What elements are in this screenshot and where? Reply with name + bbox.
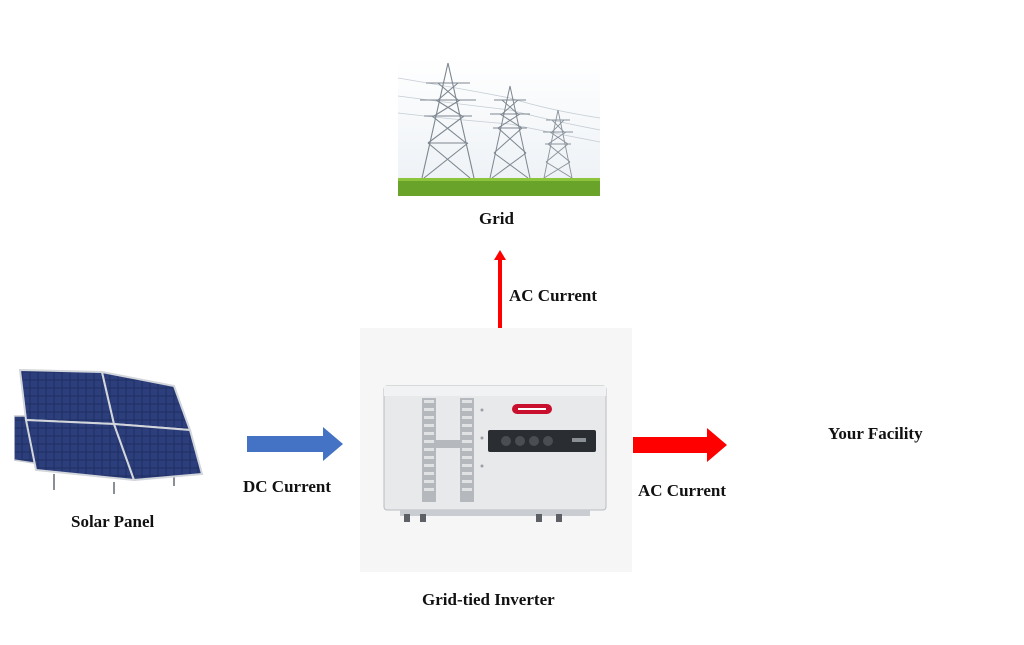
power-tower-icon [398, 58, 600, 196]
ac-current-bidirectional-arrow [494, 250, 506, 352]
grid-label: Grid [479, 209, 514, 228]
dc-current-arrow [247, 427, 343, 461]
ac-current-arrow [633, 428, 727, 462]
grid-ac-current-label: AC Current [509, 286, 597, 305]
dc-current-label: DC Current [243, 477, 331, 496]
solar-panel-label: Solar Panel [71, 512, 155, 531]
inverter-label: Grid-tied Inverter [422, 590, 555, 609]
inverter-icon [360, 328, 632, 572]
facility-ac-current-label: AC Current [638, 481, 726, 500]
facility-label: Your Facility [828, 424, 923, 443]
solar-panel-icon [14, 368, 204, 494]
